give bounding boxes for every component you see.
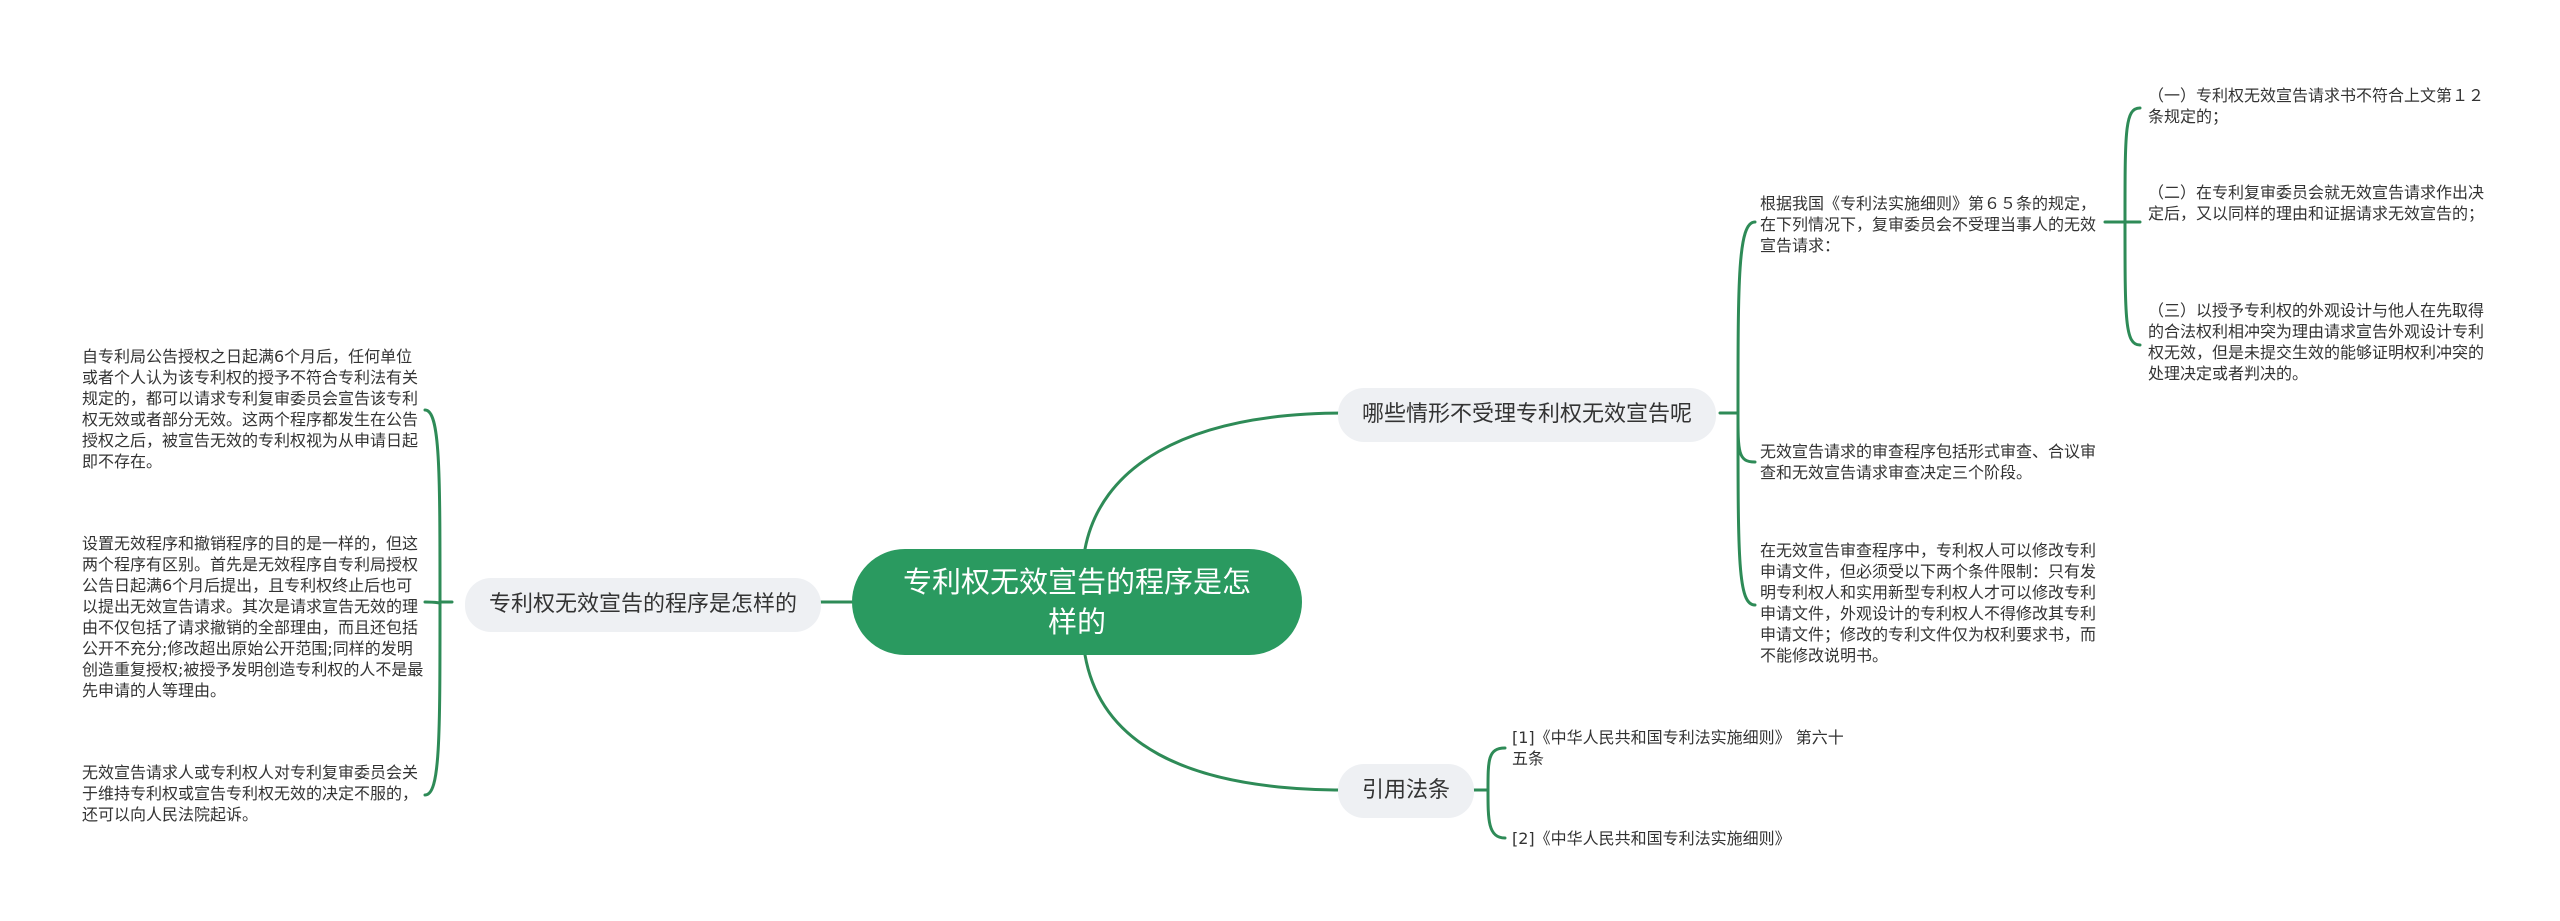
link-right1-item-3 <box>1736 411 1757 607</box>
link-right2-item-2 <box>1486 788 1507 840</box>
link-left-item-3 <box>423 600 442 797</box>
right2-item-1: [1]《中华人民共和国专利法实施细则》 第六十五条 <box>1512 728 1844 768</box>
link-right1-item-2 <box>1736 411 1757 464</box>
right1-item-2: 无效宣告请求的审查程序包括形式审查、合议审查和无效宣告请求审查决定三个阶段。 <box>1760 442 2097 482</box>
branch-left[interactable]: 专利权无效宣告的程序是怎样的 <box>465 578 822 632</box>
branch-left-label: 专利权无效宣告的程序是怎样的 <box>489 592 798 617</box>
left-item-2: 设置无效程序和撤销程序的目的是一样的，但这两个程序有区别。首先是无效程序自专利局… <box>82 534 424 700</box>
left-item-3: 无效宣告请求人或专利权人对专利复审委员会关于维持专利权或宣告专利权无效的决定不服… <box>82 763 419 824</box>
sub-item-3: （三）以授予专利权的外观设计与他人在先取得的合法权利相冲突为理由请求宣告外观设计… <box>2148 301 2485 383</box>
branch-right-1[interactable]: 哪些情形不受理专利权无效宣告呢 <box>1338 388 1717 442</box>
link-sub-item-3 <box>2123 220 2142 347</box>
branch-right-2[interactable]: 引用法条 <box>1338 764 1475 818</box>
right1-item-3: 在无效宣告审查程序中，专利权人可以修改专利申请文件，但必须受以下两个条件限制：只… <box>1760 541 2097 665</box>
link-right1-item-1 <box>1736 220 1757 415</box>
link-central-right-1 <box>1083 411 1347 551</box>
sub-item-2: （二）在专利复审委员会就无效宣告请求作出决定后，又以同样的理由和证据请求无效宣告… <box>2148 183 2485 223</box>
left-item-1: 自专利局公告授权之日起满6个月后，任何单位或者个人认为该专利权的授予不符合专利法… <box>82 347 419 471</box>
right2-item-2: [2]《中华人民共和国专利法实施细则》 <box>1512 829 1791 848</box>
link-central-right-2 <box>1083 653 1347 792</box>
link-right2-item-1 <box>1486 746 1507 792</box>
central-topic-label: 专利权无效宣告的程序是怎样的 <box>902 565 1251 639</box>
central-topic[interactable]: 专利权无效宣告的程序是怎样的 <box>852 549 1302 655</box>
branch-right-2-label: 引用法条 <box>1362 778 1451 803</box>
sub-item-1: （一）专利权无效宣告请求书不符合上文第１２条规定的； <box>2148 86 2485 126</box>
branch-right-1-label: 哪些情形不受理专利权无效宣告呢 <box>1362 402 1693 427</box>
link-left-item-2 <box>423 600 442 605</box>
link-sub-item-1 <box>2123 106 2142 224</box>
right1-item-1: 根据我国《专利法实施细则》第６５条的规定，在下列情况下，复审委员会不受理当事人的… <box>1760 194 2097 255</box>
link-left-item-1 <box>423 408 442 604</box>
